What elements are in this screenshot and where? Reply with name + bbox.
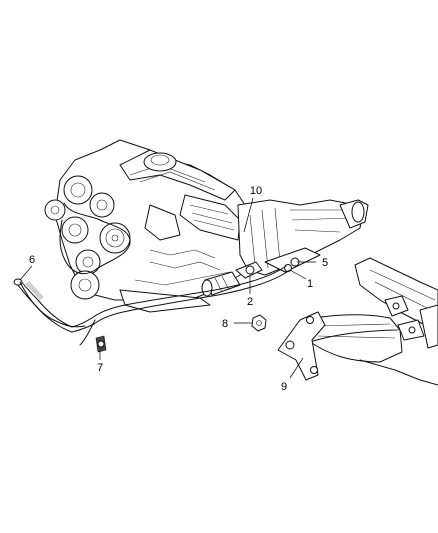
alternator: [63, 175, 93, 205]
power-steering-pump: [70, 270, 100, 300]
crank-pulley: [99, 222, 131, 254]
callout-9: 9: [281, 381, 287, 393]
callout-8: 8: [222, 318, 228, 330]
callout-6: 6: [29, 254, 35, 266]
cooler-line-bracket: [235, 261, 263, 279]
callout-5: 5: [322, 257, 328, 269]
engine-assembly: [44, 139, 253, 313]
starter-motor: [201, 271, 241, 297]
transmission-assembly: [237, 199, 369, 276]
callout-2: 2: [247, 296, 253, 308]
frame-crossmember: [298, 257, 438, 386]
cooler-lines: [13, 265, 291, 346]
leader-lines: [19, 197, 316, 379]
callout-10: 10: [250, 185, 262, 197]
callout-7: 7: [97, 362, 103, 374]
callouts: 10 5 1 2 6 7 8 9: [29, 185, 328, 393]
mounting-bracket: [277, 311, 326, 381]
line-clip: [95, 335, 107, 353]
nut: [251, 314, 267, 332]
callout-1: 1: [307, 278, 313, 290]
